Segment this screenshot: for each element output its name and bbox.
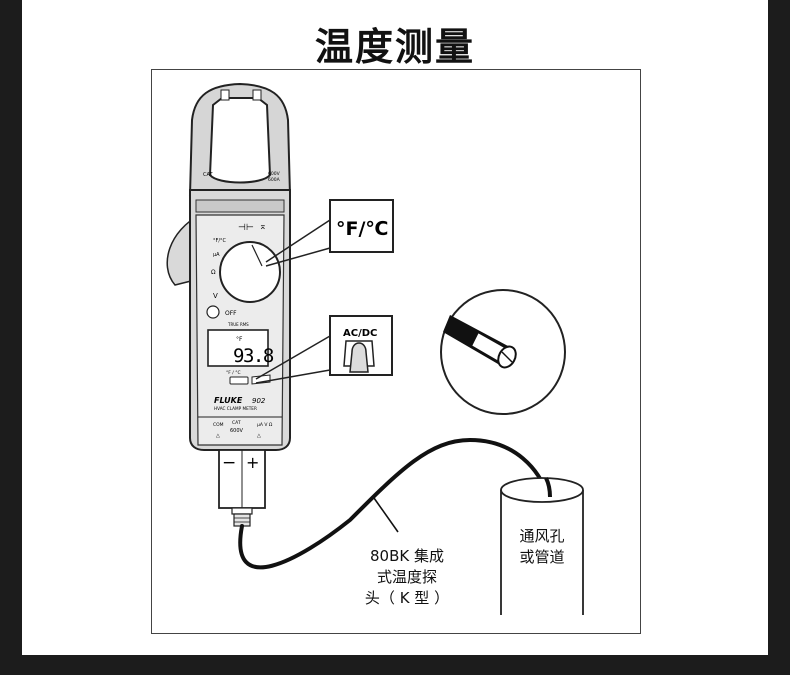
plug-plus: + [246,453,259,472]
vent-label-line-1: 通风孔 [519,527,565,545]
lcd-display [207,329,269,367]
button-label: °F / °C [226,370,241,376]
probe-label-line-3: 头（ K 型 ） [364,589,450,607]
dial-label-v: V [213,292,218,300]
mode-callout-line [255,335,331,380]
unit-callout-line [265,219,331,263]
svg-text:⊣⊢: ⊣⊢ [238,223,254,233]
dial-label-ua: μA [213,252,220,258]
dial-label-ohm: Ω [211,269,216,276]
probe-label-line-2: 式温度探 [376,568,437,586]
probe-cable [238,437,550,570]
display-value: 93.8 [233,345,274,367]
cat-label: CAT [203,172,214,178]
terminal-600v: 600V [230,428,244,434]
display-unit: °F [236,336,243,343]
svg-text:⌅: ⌅ [259,222,267,232]
hold-button [206,305,220,319]
rating-label-1: 600V [268,171,281,177]
jaw-opening [208,97,272,184]
rating-label-2: 600A [268,177,281,183]
probe-label: 80BK 集成 式温度探 头（ K 型 ） [352,546,462,609]
page-title: 温度测量 [314,25,475,69]
vent-pipe [500,477,584,615]
rotary-dial [219,241,281,303]
terminal-uavo: μA V Ω [257,422,273,428]
unit-callout-box [329,199,394,253]
dial-label-temp: °F/°C [213,238,227,244]
plug-minus: − [222,453,236,473]
unit-callout-text: °F/℃ [336,218,388,240]
terminal-com: COM [213,422,224,428]
terminal-cat: CAT [232,420,241,426]
finger-icon [349,342,369,373]
mode-callout-text: AC/DC [343,328,377,339]
probe-leader-line [373,497,399,533]
vent-label: 通风孔 或管道 [502,526,582,568]
clamp-meter: CAT 600V 600A ⊣⊢ ⌅ °F/°C μA Ω V OFF TRUE… [166,82,292,451]
model-label: 902 [252,397,266,405]
subtitle-label: HVAC CLAMP METER [214,406,257,411]
probe-plug: − + [218,449,266,527]
brand-label: FLUKE [214,396,243,405]
vent-label-line-2: 或管道 [519,548,565,566]
dial-label-off: OFF [225,310,237,317]
probe-label-line-1: 80BK 集成 [370,547,444,565]
unit-button [229,376,249,385]
svg-text:△: △ [257,433,261,439]
true-rms-label: TRUE RMS [227,322,249,327]
svg-text:△: △ [216,433,220,439]
probe-tip-detail [443,315,517,369]
